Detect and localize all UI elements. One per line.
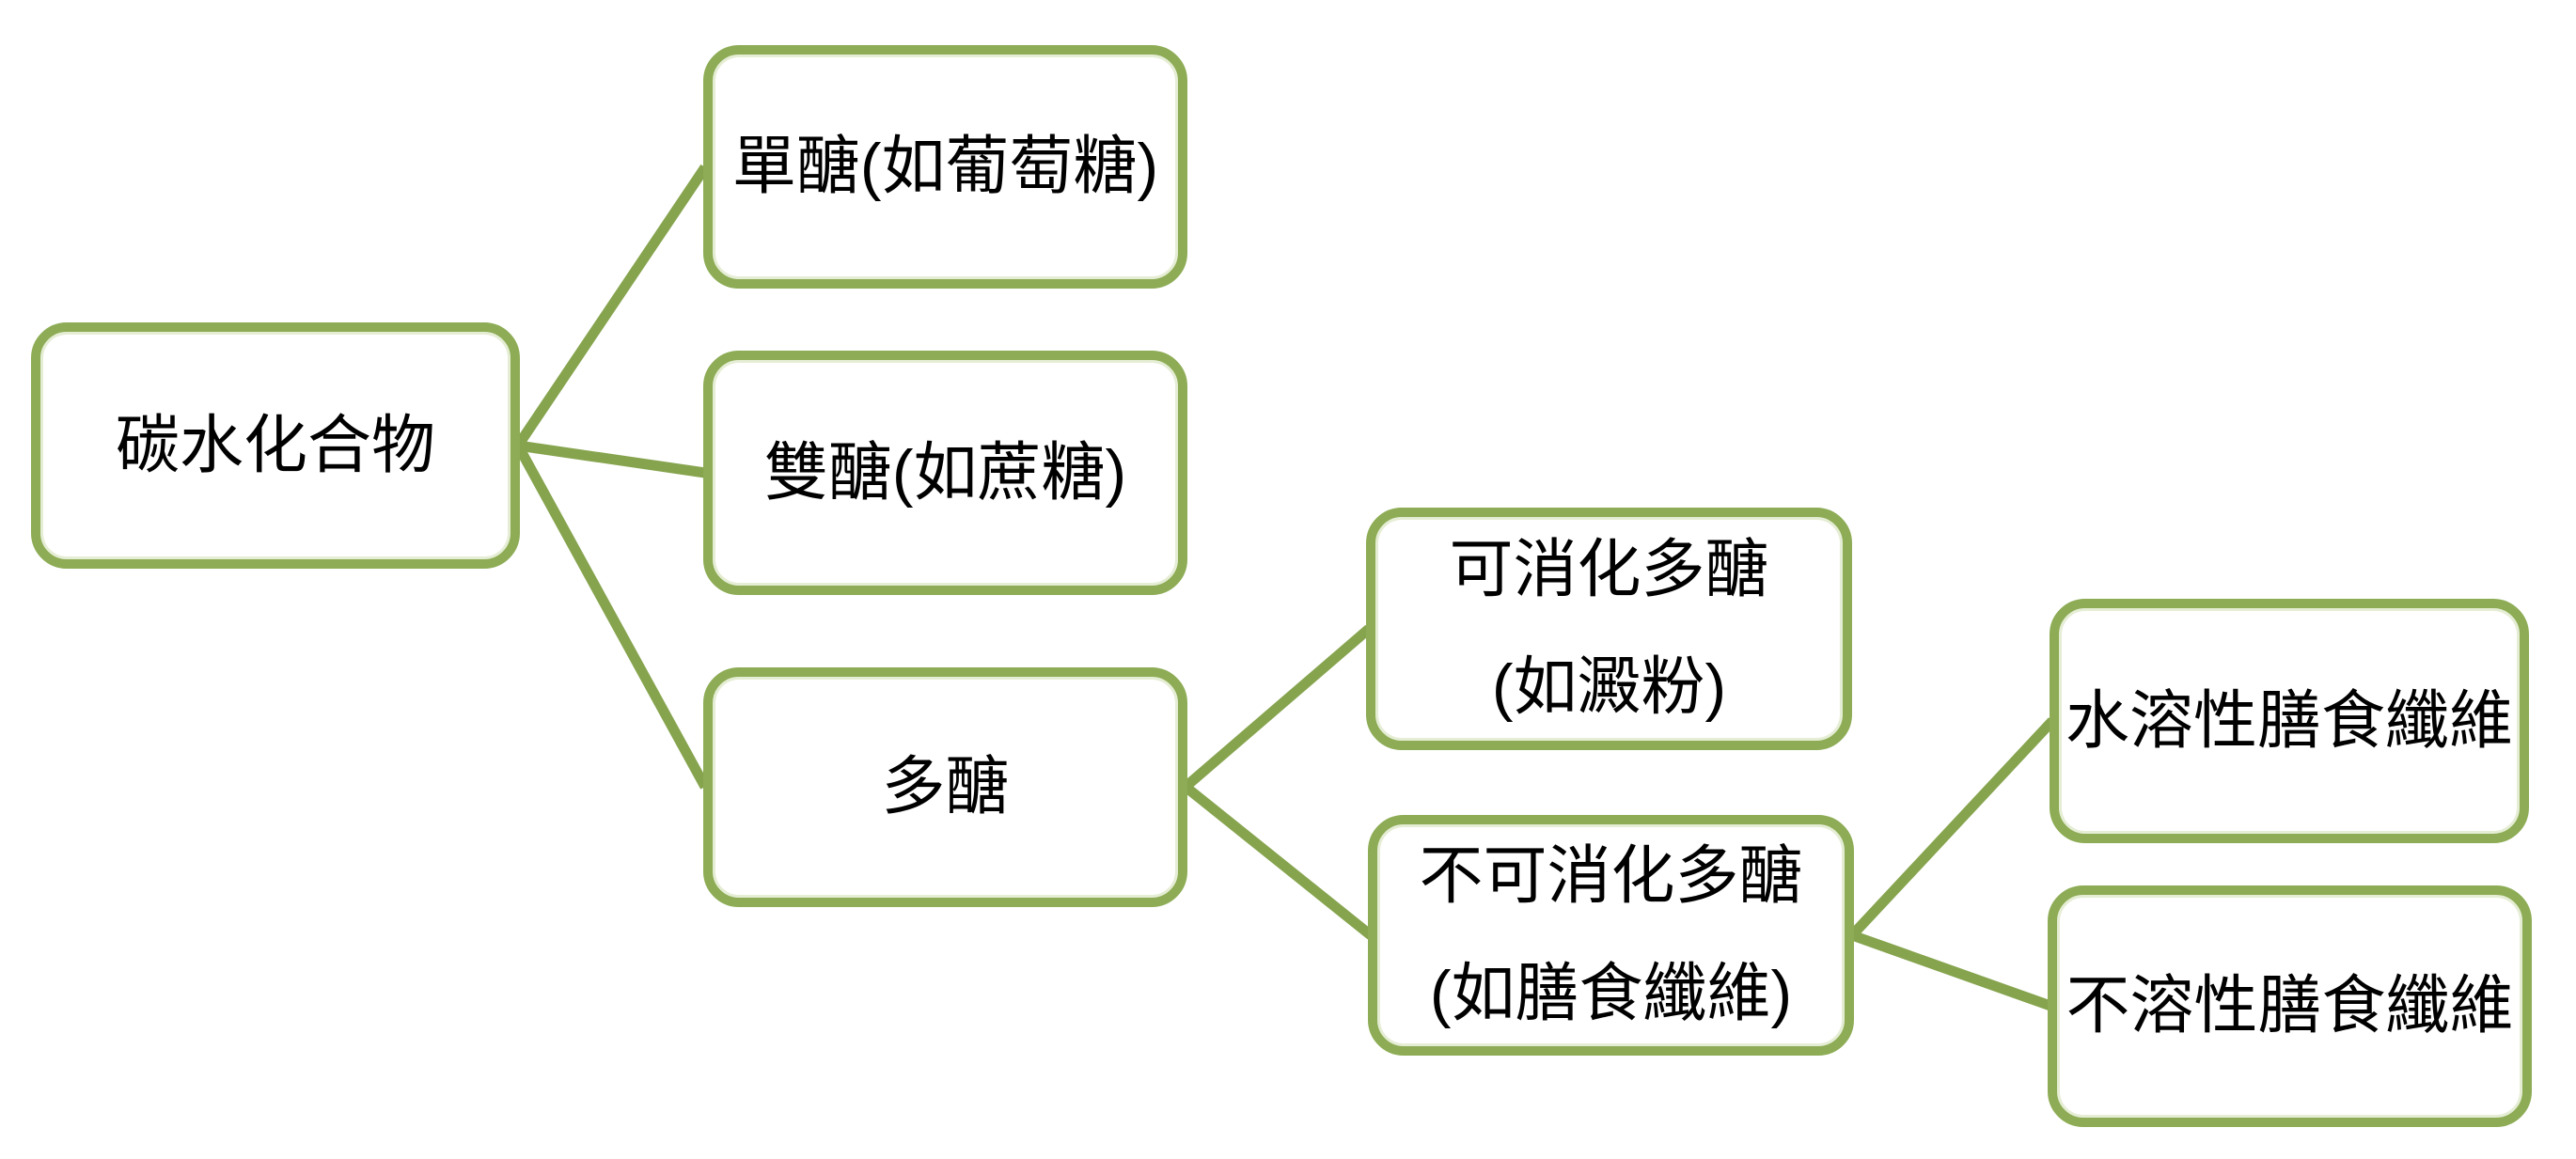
node-indigestible-polysaccharide-label-line1: 不可消化多醣 (1419, 840, 1803, 912)
node-indigestible-polysaccharide: 不可消化多醣 (如膳食纖維) (1368, 815, 1854, 1056)
connector-poly-to-dig (1182, 624, 1373, 791)
connector-carb-to-mono (513, 164, 710, 449)
connector-poly-to-indig (1182, 782, 1374, 940)
connector-indig-to-insol (1850, 930, 2052, 1011)
node-insoluble-dietary-fiber: 不溶性膳食纖維 (2048, 885, 2532, 1127)
node-carbohydrates: 碳水化合物 (31, 322, 520, 569)
node-polysaccharide: 多醣 (703, 667, 1187, 907)
node-carbohydrates-label: 碳水化合物 (115, 409, 435, 481)
node-disaccharide: 雙醣(如蔗糖) (703, 351, 1187, 595)
node-soluble-dietary-fiber: 水溶性膳食纖維 (2050, 599, 2529, 843)
node-digestible-polysaccharide: 可消化多醣 (如澱粉) (1366, 508, 1852, 750)
node-digestible-polysaccharide-label-line1: 可消化多醣 (1449, 534, 1769, 605)
node-digestible-polysaccharide-label-line2: (如澱粉) (1491, 651, 1727, 723)
node-insoluble-dietary-fiber-label: 不溶性膳食纖維 (2066, 970, 2514, 1042)
connector-indig-to-sol (1847, 717, 2057, 939)
node-indigestible-polysaccharide-label-line2: (如膳食纖維) (1429, 958, 1793, 1029)
node-monosaccharide-label: 單醣(如葡萄糖) (731, 131, 1159, 202)
node-soluble-dietary-fiber-label: 水溶性膳食纖維 (2065, 684, 2513, 757)
connector-carb-to-di (517, 440, 706, 478)
node-disaccharide-label: 雙醣(如蔗糖) (763, 436, 1127, 509)
connector-carb-to-poly (513, 443, 710, 790)
node-monosaccharide: 單醣(如葡萄糖) (703, 45, 1187, 289)
node-polysaccharide-label: 多醣 (881, 751, 1010, 822)
